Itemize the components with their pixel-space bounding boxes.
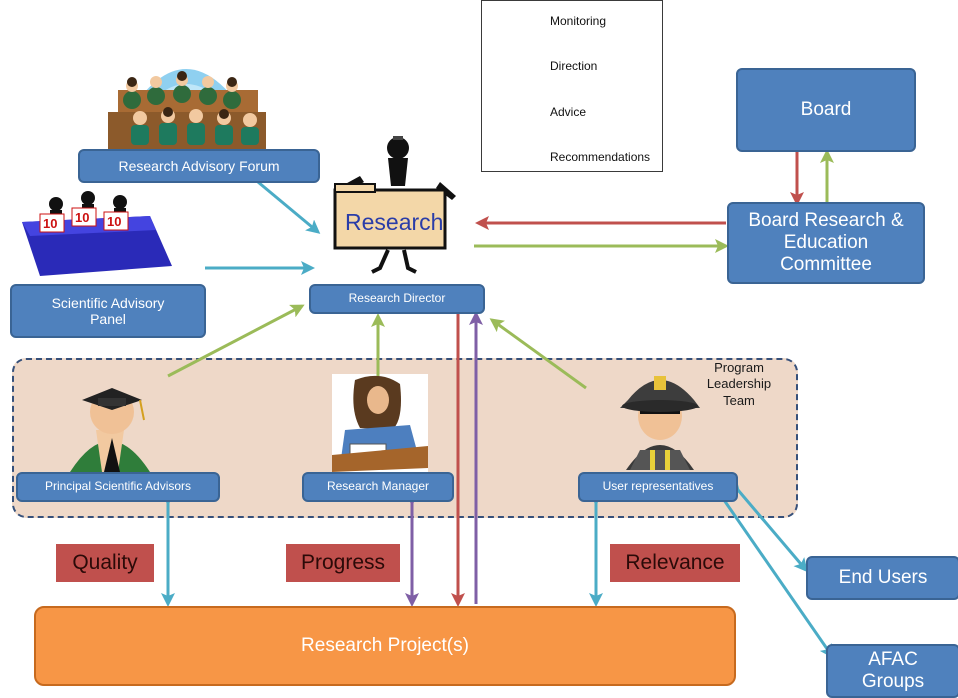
recommendation-arrow-advisors — [167, 304, 305, 378]
board-box: Board — [736, 68, 916, 152]
principal-scientific-advisors-box: Principal Scientific Advisors — [16, 472, 220, 502]
judge-card-1: 10 — [43, 216, 57, 231]
research-sign-text: Research — [345, 209, 443, 235]
quality-label: Quality — [56, 544, 154, 582]
advice-arrow-end-users — [725, 477, 808, 573]
firefighter-illustration — [620, 376, 700, 470]
research-projects-box: Research Project(s) — [34, 606, 736, 686]
legend-label-monitoring: Monitoring — [550, 14, 607, 28]
audience-illustration — [108, 69, 266, 150]
judge-card-2: 10 — [75, 210, 89, 225]
legend-label-direction: Direction — [550, 59, 598, 73]
afac-groups-box: AFAC Groups — [826, 644, 958, 698]
research-advisory-forum-box: Research Advisory Forum — [78, 149, 320, 183]
scientific-advisory-panel-box: Scientific Advisory Panel — [10, 284, 206, 338]
relevance-label: Relevance — [610, 544, 740, 582]
progress-label: Progress — [286, 544, 400, 582]
recommendation-arrow-users — [489, 318, 587, 390]
legend-label-advice: Advice — [550, 105, 587, 119]
advice-arrow-afac — [711, 486, 834, 659]
legend: Monitoring Direction Advice Recommendati… — [481, 0, 663, 172]
judge-card-3: 10 — [107, 214, 121, 229]
research-manager-box: Research Manager — [302, 472, 454, 502]
end-users-box: End Users — [806, 556, 958, 600]
research-manager-illustration — [332, 374, 428, 472]
board-research-education-committee-box: Board Research & Education Committee — [727, 202, 925, 284]
judges-panel-illustration: 10 10 10 — [22, 191, 172, 276]
research-sign-figure: Research — [333, 136, 456, 274]
user-representatives-box: User representatives — [578, 472, 738, 502]
research-director-box: Research Director — [309, 284, 485, 314]
legend-label-recommendations: Recommendations — [550, 150, 651, 164]
advice-arrow-forum — [257, 180, 321, 234]
program-leadership-team-label: Program Leadership Team — [706, 360, 772, 408]
graduate-illustration — [70, 388, 150, 472]
